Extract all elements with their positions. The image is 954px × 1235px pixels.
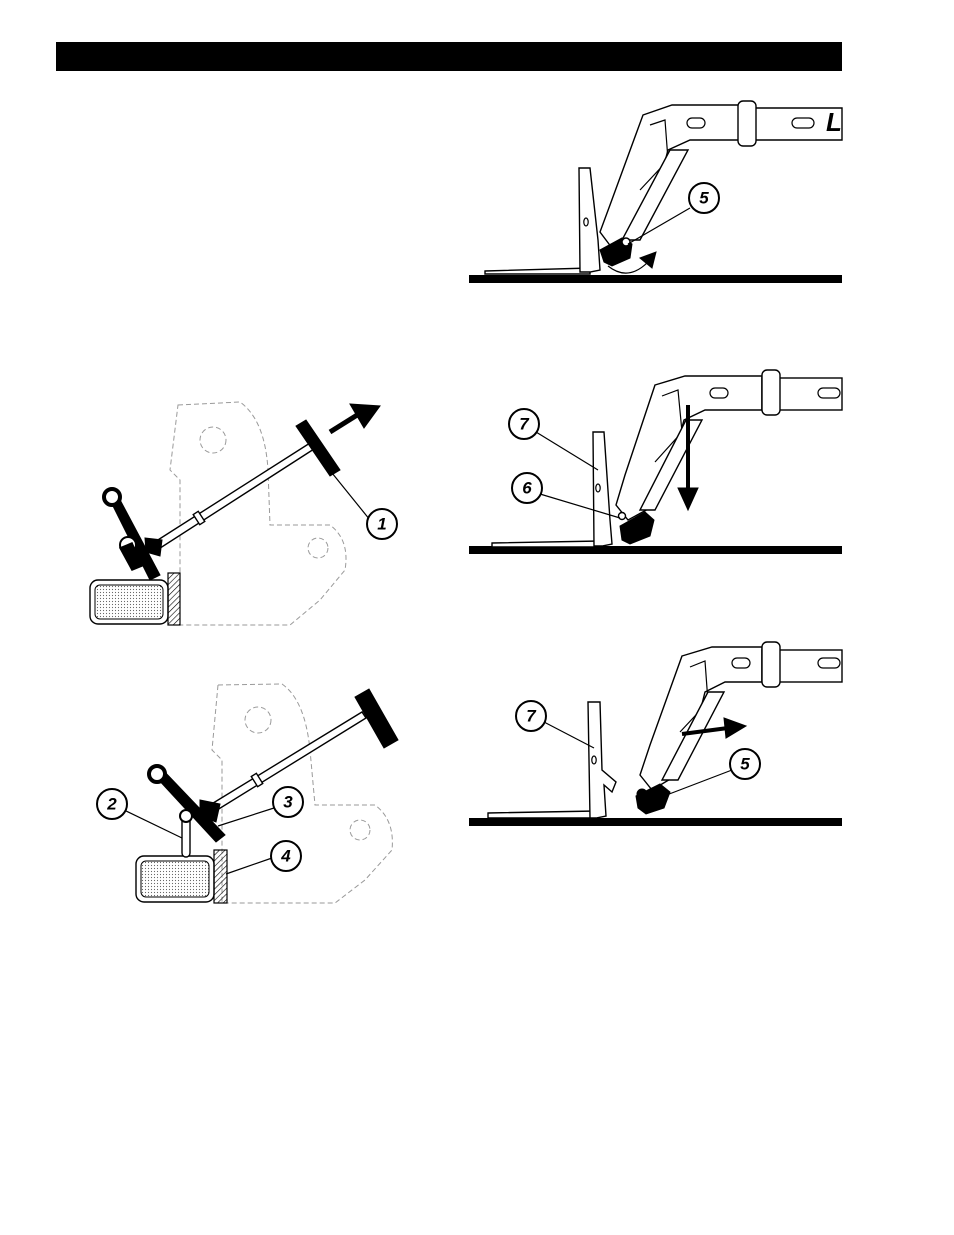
callout-7-low-label: 7 <box>526 707 537 726</box>
figure-e: 7 5 <box>469 642 842 826</box>
callout-2-label: 2 <box>106 795 117 814</box>
fork-tine <box>485 268 590 274</box>
callout-1-label: 1 <box>377 515 386 534</box>
callout-3-label: 3 <box>283 793 293 812</box>
ground-line <box>469 275 842 283</box>
boom-brand-letter: L <box>826 107 842 137</box>
fork-shank <box>579 168 600 272</box>
figure-c: 7 6 <box>469 370 842 554</box>
callout-6-label: 6 <box>522 479 532 498</box>
figure-d: 2 3 4 <box>97 684 398 903</box>
callout-5-top-label: 5 <box>699 189 709 208</box>
figure-a: L 5 <box>469 101 842 283</box>
callout-4-label: 4 <box>280 847 291 866</box>
ground-line <box>469 818 842 826</box>
pull-rod <box>150 443 314 552</box>
figure-b: 1 <box>90 402 397 625</box>
callout-5-low-label: 5 <box>740 755 750 774</box>
callout-7-mid-label: 7 <box>519 415 530 434</box>
